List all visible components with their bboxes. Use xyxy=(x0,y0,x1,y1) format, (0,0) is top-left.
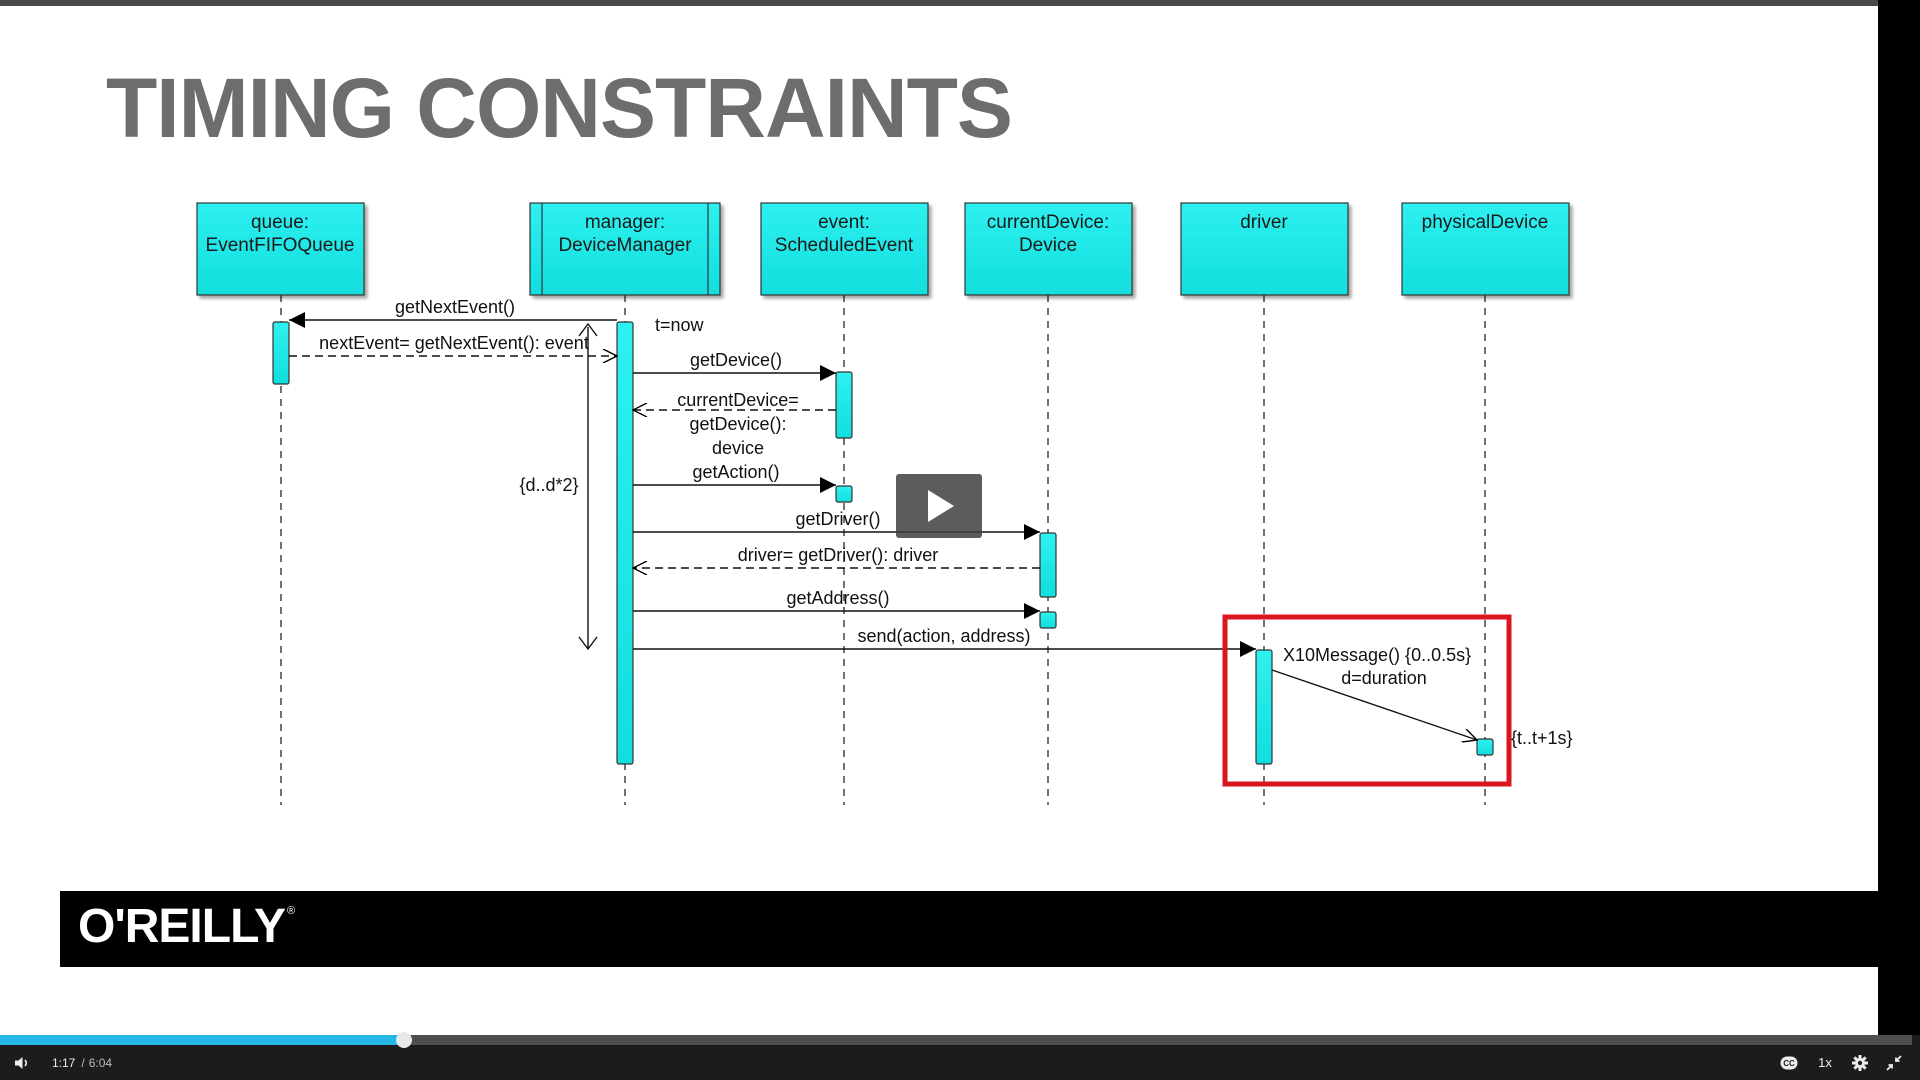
time-separator: / xyxy=(81,1055,85,1070)
message-label: currentDevice= xyxy=(677,390,799,410)
duration-constraint-arrowhead-bottom xyxy=(578,636,598,651)
lifeline-label: currentDevice: xyxy=(987,212,1110,233)
activation-queue xyxy=(272,321,290,385)
lifeline-box-physical-device: physicalDevice xyxy=(1401,202,1570,296)
lifeline-label: physicalDevice xyxy=(1422,212,1549,233)
duration-constraint-label: {d..d*2} xyxy=(519,475,578,495)
activation-event-2 xyxy=(835,485,853,503)
closed-captions-icon: CC xyxy=(1780,1056,1798,1069)
activation-physical-device xyxy=(1476,738,1494,756)
lifeline-label: event: xyxy=(818,212,870,233)
exit-fullscreen-icon xyxy=(1886,1054,1902,1071)
duration-constraint-arrowhead-top xyxy=(578,322,598,337)
gear-icon xyxy=(1852,1054,1868,1071)
progress-fill xyxy=(0,1035,405,1045)
lifeline-box-event: event: ScheduledEvent xyxy=(760,202,929,296)
play-button[interactable] xyxy=(896,474,982,538)
lifeline-box-manager: manager: DeviceManager xyxy=(529,202,721,296)
activation-current-device-2 xyxy=(1039,611,1057,629)
message-label: getAction() xyxy=(692,462,779,482)
message-label: nextEvent= getNextEvent(): event xyxy=(319,333,589,353)
lifeline-box-queue: queue: EventFIFOQueue xyxy=(196,202,365,296)
time-display: 1:17 / 6:04 xyxy=(52,1045,112,1080)
lifeline-label: EventFIFOQueue xyxy=(206,235,355,256)
volume-icon xyxy=(15,1056,28,1069)
lifeline-label: manager: xyxy=(585,212,665,233)
brand-name: O'REILLY xyxy=(78,900,286,953)
settings-button[interactable] xyxy=(1848,1045,1872,1080)
activation-current-device-1 xyxy=(1039,532,1057,598)
lifeline-box-current-device: currentDevice: Device xyxy=(964,202,1133,296)
activation-event-1 xyxy=(835,371,853,439)
oreilly-logo: O'REILLY® xyxy=(78,899,295,954)
slide-top-border xyxy=(0,0,1878,6)
message-label: driver= getDriver(): driver xyxy=(738,545,939,565)
lifeline-label: Device xyxy=(1019,235,1077,256)
sequence-diagram: queue: EventFIFOQueue manager: DeviceMan… xyxy=(196,202,1573,805)
activation-manager xyxy=(616,321,634,765)
total-duration: 6:04 xyxy=(88,1055,113,1070)
message-label: getAddress() xyxy=(786,588,889,608)
control-bar: 1:17 / 6:04 CC 1x xyxy=(0,1045,1920,1080)
lifeline-label: DeviceManager xyxy=(558,235,692,256)
slide-title: TIMING CONSTRAINTS xyxy=(106,61,1013,155)
message-arrow-x10-message xyxy=(1271,669,1477,740)
slide: TIMING CONSTRAINTS xyxy=(0,0,1878,1035)
message-label: X10Message() {0..0.5s} xyxy=(1283,645,1471,665)
registered-mark: ® xyxy=(287,905,295,917)
message-label: device xyxy=(712,438,764,458)
video-player-controls: 1:17 / 6:04 CC 1x xyxy=(0,1032,1920,1080)
play-icon xyxy=(928,490,954,522)
playback-speed-button[interactable]: 1x xyxy=(1818,1055,1832,1070)
progress-scrubber[interactable] xyxy=(396,1032,413,1048)
highlight-box xyxy=(1222,614,1512,787)
lifeline-label: driver xyxy=(1240,212,1288,233)
progress-bar[interactable] xyxy=(0,1032,1912,1048)
svg-text:CC: CC xyxy=(1783,1059,1795,1068)
message-label: send(action, address) xyxy=(857,626,1030,646)
lifeline-box-driver: driver xyxy=(1180,202,1349,296)
closed-captions-button[interactable]: CC xyxy=(1776,1045,1802,1080)
timing-constraint-label: {t..t+1s} xyxy=(1511,728,1573,748)
lifeline-label: queue: xyxy=(251,212,309,233)
brand-bar: O'REILLY® xyxy=(60,891,1878,967)
exit-fullscreen-button[interactable] xyxy=(1882,1045,1906,1080)
message-label: getDevice(): xyxy=(689,414,786,434)
lifeline-label: ScheduledEvent xyxy=(775,235,914,256)
activation-driver xyxy=(1255,649,1273,765)
message-label: t=now xyxy=(655,315,705,335)
message-label: getNextEvent() xyxy=(395,297,515,317)
current-time: 1:17 xyxy=(52,1055,76,1070)
message-label: getDriver() xyxy=(795,509,880,529)
volume-button[interactable] xyxy=(10,1045,34,1080)
message-label: d=duration xyxy=(1341,668,1427,688)
message-label: getDevice() xyxy=(690,350,782,370)
